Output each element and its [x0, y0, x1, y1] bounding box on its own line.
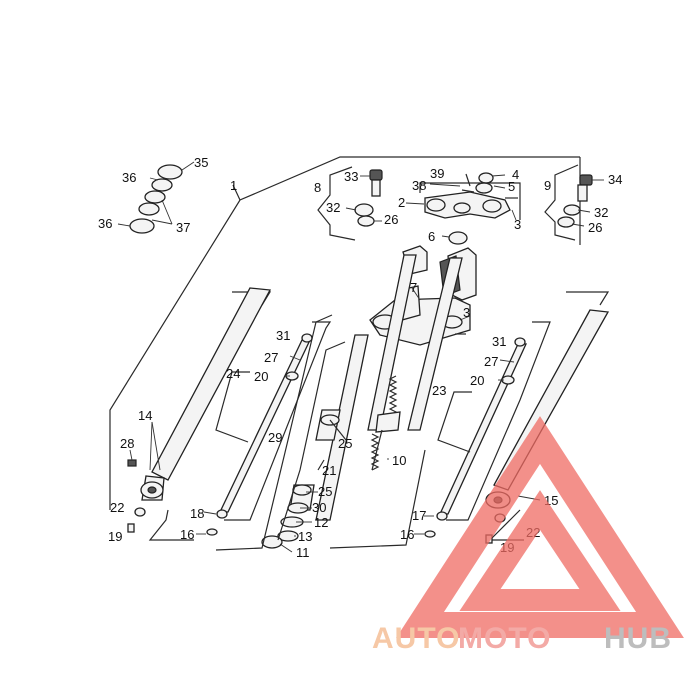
part-number-label: 38 [412, 178, 426, 193]
part-number-label: 36 [98, 216, 112, 231]
part-number-label: 30 [312, 500, 326, 515]
bearing-stack [117, 161, 195, 234]
part-number-label: 16 [180, 527, 194, 542]
part-number-label: 27 [484, 354, 498, 369]
part-number-label: 20 [470, 373, 484, 388]
part-number-label: 4 [512, 167, 519, 182]
part-number-label: 5 [508, 179, 515, 194]
part-number-label: 25 [338, 436, 352, 451]
part-number-label: 35 [194, 155, 208, 170]
part-number-label: 17 [412, 508, 426, 523]
part-number-label: 33 [344, 169, 358, 184]
part-number-label: 13 [298, 529, 312, 544]
part-number-label: 31 [276, 328, 290, 343]
watermark-text-moto: MOTO [458, 622, 551, 655]
part-number-label: 23 [432, 383, 446, 398]
part-number-label: 8 [314, 180, 321, 195]
watermark-logo: AUTO MOTO HUB [372, 416, 684, 655]
part-number-label: 24 [226, 366, 240, 381]
part-number-label: 27 [264, 350, 278, 365]
part-number-label: 32 [594, 205, 608, 220]
part-number-label: 34 [608, 172, 622, 187]
upper-triple-clamp [405, 172, 521, 221]
part-number-label: 32 [326, 200, 340, 215]
steering-stem-lower-clamp [369, 231, 477, 346]
left-bracket-group [317, 166, 383, 241]
part-number-label: 14 [138, 408, 152, 423]
part-number-label: 18 [190, 506, 204, 521]
watermark-text-hub: HUB [604, 622, 672, 655]
right-bracket-group [544, 164, 604, 241]
part-number-label: 28 [120, 436, 134, 451]
part-number-label: 7 [410, 280, 417, 295]
part-number-label: 2 [398, 195, 405, 210]
part-number-label: 22 [110, 500, 124, 515]
part-number-label: 25 [318, 484, 332, 499]
part-number-label: 6 [428, 229, 435, 244]
part-number-label: 36 [122, 170, 136, 185]
part-number-label: 19 [108, 529, 122, 544]
part-number-label: 20 [254, 369, 268, 384]
part-number-label: 3 [514, 217, 521, 232]
part-number-label: 9 [544, 178, 551, 193]
watermark-text-auto: AUTO [372, 622, 460, 655]
fork-tubes [215, 254, 463, 553]
part-number-label: 1 [230, 178, 237, 193]
part-number-label: 11 [296, 545, 310, 560]
part-number-label: 29 [268, 430, 282, 445]
part-number-label: 16 [400, 527, 414, 542]
part-number-label: 10 [392, 453, 406, 468]
part-number-label: 26 [588, 220, 602, 235]
part-number-label: 37 [176, 220, 190, 235]
part-number-label: 26 [384, 212, 398, 227]
part-number-label: 21 [322, 463, 336, 478]
part-number-label: 12 [314, 515, 328, 530]
part-number-label: 3 [463, 305, 470, 320]
damper-rods [196, 321, 551, 538]
part-number-label: 31 [492, 334, 506, 349]
part-number-label: 39 [430, 166, 444, 181]
